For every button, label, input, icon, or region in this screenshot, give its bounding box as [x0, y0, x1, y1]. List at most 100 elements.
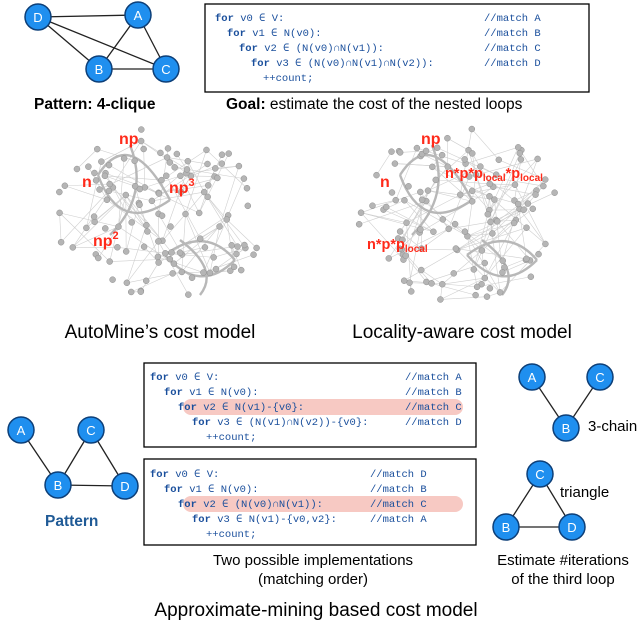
graph-vertex: [428, 280, 435, 287]
graph-vertex: [73, 165, 81, 173]
graph-vertex: [461, 156, 468, 163]
graph-edge: [388, 200, 427, 259]
graph-vertex: [176, 249, 184, 256]
graph-edge: [162, 213, 186, 241]
graph-vertex: [69, 244, 77, 251]
graph-vertex: [140, 145, 147, 153]
graph-vertex: [383, 203, 390, 211]
graph-edge: [467, 174, 477, 237]
svg-text:A: A: [528, 370, 537, 385]
graph-edge: [495, 192, 555, 221]
svg-text:C: C: [161, 62, 170, 77]
graph-vertex: [477, 163, 484, 170]
graph-node: D: [558, 513, 586, 541]
graph-node: C: [586, 363, 614, 391]
graph-vertex: [468, 198, 476, 205]
graph-vertex: [417, 226, 424, 233]
graph-edge: [109, 258, 170, 262]
graph-vertex: [136, 185, 144, 193]
graph-vertex: [115, 223, 122, 230]
graph-vertex: [510, 219, 518, 227]
graph-node: C: [526, 460, 554, 488]
graph-vertex: [484, 211, 492, 218]
svg-text:C: C: [595, 370, 604, 385]
graph-vertex: [233, 250, 240, 258]
graph-vertex: [437, 296, 444, 303]
svg-text:np3: np3: [169, 177, 195, 197]
graph-vertex: [492, 171, 500, 178]
graph-vertex: [136, 201, 143, 209]
graph-vertex: [103, 196, 111, 204]
graph-edge: [376, 151, 392, 176]
highlighted-edge: [164, 240, 236, 261]
graph-vertex: [128, 219, 135, 226]
graph-edge: [207, 196, 227, 220]
graph-vertex: [495, 156, 503, 164]
graph-vertex: [158, 212, 166, 219]
graph-edge: [104, 175, 162, 181]
graph-vertex: [396, 228, 404, 235]
chain-label: 3-chain: [588, 418, 637, 435]
graph-edge: [140, 262, 159, 292]
graph-vertex: [61, 182, 69, 189]
graph-vertex: [405, 183, 412, 190]
svg-text:for v0 ∈ V:: for v0 ∈ V:: [150, 469, 219, 481]
graph-edge: [118, 158, 125, 227]
graph-vertex: [201, 244, 209, 251]
graph-node: B: [85, 55, 113, 83]
highlighted-edge: [179, 239, 208, 296]
graph-vertex: [418, 245, 425, 252]
graph-vertex: [517, 156, 525, 163]
graph-vertex: [83, 224, 90, 232]
graph-vertex: [182, 210, 189, 218]
svg-text:D: D: [33, 10, 42, 25]
graph-edge: [456, 249, 501, 293]
graph-edge: [162, 173, 187, 241]
graph-edge: [519, 208, 546, 245]
graph-vertex: [230, 263, 238, 271]
graph-vertex: [481, 259, 488, 267]
graph-node: B: [44, 471, 72, 499]
graph-edge: [203, 219, 228, 273]
graph-vertex: [218, 160, 226, 167]
graph-vertex: [91, 169, 98, 177]
graph-vertex: [210, 254, 217, 261]
graph-vertex: [157, 149, 164, 157]
graph-edge: [484, 222, 515, 279]
svg-text:n: n: [380, 174, 390, 191]
graph-edge: [394, 163, 448, 167]
graph-vertex: [551, 189, 558, 196]
graph-vertex: [357, 209, 365, 216]
graph-vertex: [195, 209, 203, 217]
svg-text:++count;: ++count;: [206, 529, 256, 541]
graph-edge: [64, 185, 108, 201]
graph-vertex: [105, 187, 113, 195]
top-pattern-label: Pattern: 4-clique: [34, 96, 156, 113]
impl1-highlight: [183, 399, 463, 415]
graph-vertex: [396, 149, 404, 156]
graph-edge: [106, 199, 163, 242]
graph-vertex: [166, 159, 174, 166]
svg-text:for v1 ∈ N(v0):: for v1 ∈ N(v0):: [227, 28, 322, 40]
svg-text:B: B: [562, 421, 571, 436]
estimate-line2: of the third loop: [511, 571, 614, 588]
graph-vertex: [439, 216, 447, 223]
graph-vertex: [184, 157, 192, 165]
graph-vertex: [486, 180, 493, 188]
graph-vertex: [200, 188, 208, 196]
graph-vertex: [216, 223, 223, 230]
graph-vertex: [429, 163, 436, 171]
graph-node: C: [77, 416, 105, 444]
graph-edge: [457, 208, 520, 251]
graph-vertex: [355, 221, 363, 228]
graph-vertex: [170, 260, 178, 267]
graph-vertex: [106, 258, 113, 265]
highlighted-edge: [96, 153, 172, 201]
graph-vertex: [451, 220, 459, 228]
graph-node: C: [152, 55, 180, 83]
graph-edge: [465, 147, 519, 164]
svg-text://match C: //match C: [484, 43, 541, 55]
graph-vertex: [438, 151, 446, 159]
graph-edge: [227, 178, 245, 216]
